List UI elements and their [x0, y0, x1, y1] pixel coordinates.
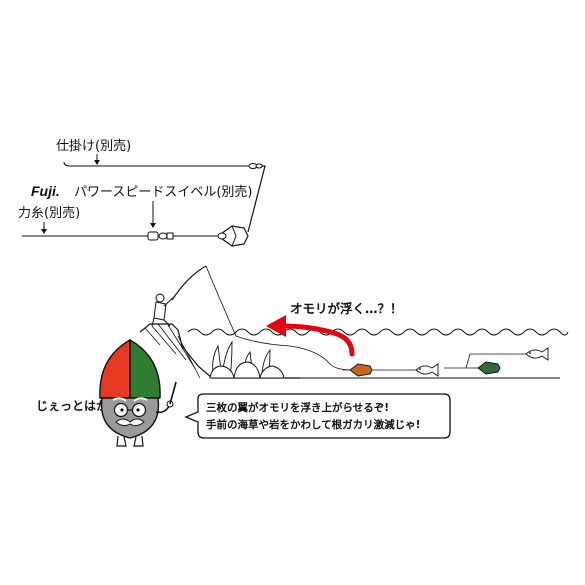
rig-diagram: 仕掛け(別売) Fuji. パワースピードスイベル(別売) 力糸(別売): [18, 138, 266, 247]
shikake-label: 仕掛け(別売): [56, 138, 131, 154]
near-rig: [343, 363, 439, 377]
branch-wire: [247, 165, 266, 233]
seabed-rocks: [209, 361, 285, 379]
water-surface: [187, 328, 569, 336]
near-fish-icon: [415, 363, 439, 377]
shikake-arrowhead: [94, 160, 100, 165]
swivel-arrowhead: [150, 223, 156, 228]
winged-sinker-icon: [216, 225, 249, 247]
chikaraito-arrowhead: [41, 229, 47, 234]
speech-bubble-shape: [184, 393, 451, 439]
brand-logo: Fuji.: [31, 183, 60, 199]
mustache-icon: [115, 418, 145, 427]
speech-line-1: 三枚の翼がオモリを浮き上がらせるぞ!: [206, 401, 389, 414]
hat-green: [129, 338, 161, 399]
angler-icon: [151, 293, 176, 327]
rising-arrowhead: [266, 315, 286, 337]
far-branch: [465, 353, 471, 369]
green-sinker-icon: [477, 361, 501, 375]
glasses-icon: [113, 402, 147, 418]
right-leg: [133, 435, 144, 447]
speech-bubble: 三枚の翼がオモリを浮き上がらせるぞ! 手前の海草や岩をかわして根ガカリ激減じゃ!: [184, 393, 451, 439]
swivel-label: パワースピードスイベル(別売): [74, 184, 253, 200]
orange-sinker-icon: [349, 363, 373, 377]
hat-red: [99, 338, 131, 399]
casting-line: [205, 265, 353, 371]
character-name: じぇっとはかせ: [36, 399, 120, 413]
speech-line-2: 手前の海草や岩をかわして根ガカリ激減じゃ!: [206, 418, 420, 431]
rising-arrow: [279, 323, 355, 357]
upper-swivel-icon: [248, 163, 263, 169]
character-jet-hakase: じぇっとはかせ: [36, 338, 177, 447]
rock-hatching: [144, 323, 201, 379]
far-fish-icon: [525, 347, 549, 361]
character-body: [100, 397, 160, 439]
pointer-stick: [169, 381, 177, 405]
chikaraito-label: 力糸(別売): [18, 205, 80, 221]
right-eyebrow: [133, 397, 148, 402]
far-rig: [444, 347, 549, 375]
fishing-rod: [171, 265, 207, 301]
power-speed-swivel-icon: [147, 231, 174, 241]
hook-icon: [63, 161, 71, 167]
fishing-scene: オモリが浮く…？！: [139, 265, 569, 379]
left-eyebrow: [112, 397, 127, 402]
callout-text: オモリが浮く…？！: [290, 301, 403, 316]
shore-rock: [139, 323, 300, 379]
left-leg: [116, 435, 127, 447]
